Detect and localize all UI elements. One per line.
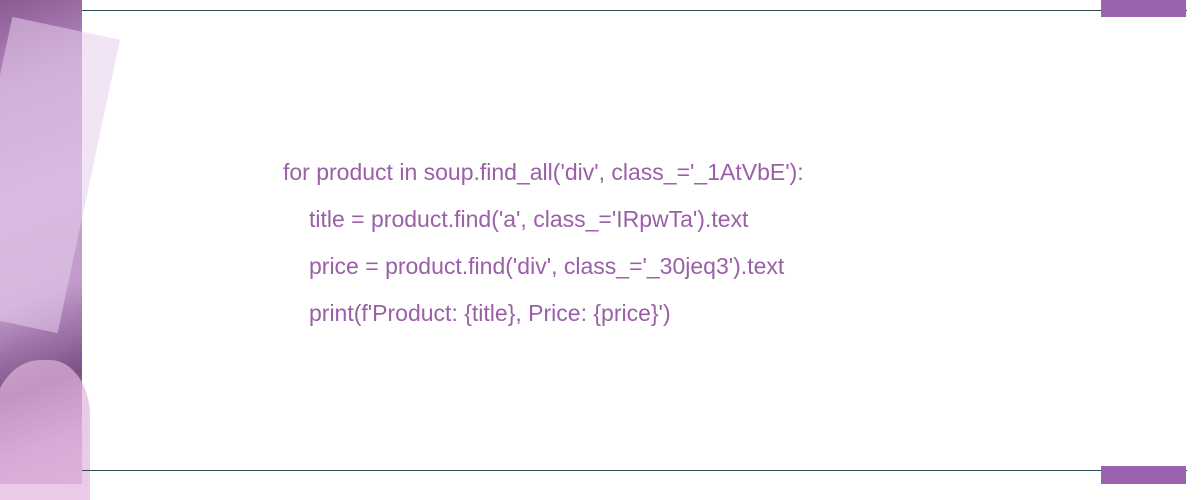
- tablet-image: [0, 16, 120, 334]
- top-divider: [82, 10, 1187, 11]
- top-accent-bar: [1101, 0, 1186, 17]
- code-line: for product in soup.find_all('div', clas…: [283, 159, 804, 185]
- code-line: title = product.find('a', class_='IRpwTa…: [309, 206, 749, 232]
- bottom-divider: [82, 470, 1187, 471]
- code-line: price = product.find('div', class_='_30j…: [309, 253, 785, 279]
- background-photo-tablet: [0, 0, 120, 500]
- code-line: print(f'Product: {title}, Price: {price}…: [309, 300, 671, 326]
- code-snippet: for product in soup.find_all('div', clas…: [283, 153, 804, 341]
- hand-image: [0, 360, 90, 500]
- bottom-accent-bar: [1101, 466, 1186, 484]
